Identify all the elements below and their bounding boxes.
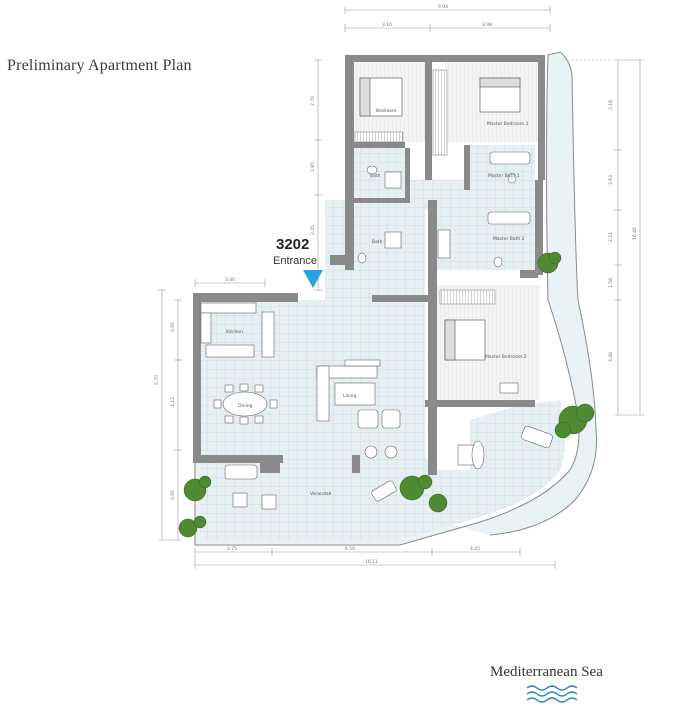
dim-right-3: 2.51 xyxy=(608,232,614,242)
wardrobe-2 xyxy=(439,289,496,305)
entrance-arrow-icon xyxy=(303,270,323,288)
dimension-lines-top xyxy=(344,6,551,32)
sea-waves-icon xyxy=(526,685,578,703)
kitchen-counters xyxy=(200,302,275,358)
dim-left-1: 2.85 xyxy=(170,322,176,332)
dim-left-2: 5.70 xyxy=(154,375,160,385)
label-bath-1: Bath xyxy=(370,173,381,179)
verandah-floor xyxy=(200,400,565,540)
label-verandah: Verandah xyxy=(310,491,332,497)
dim-right-total: 16.46 xyxy=(632,227,638,240)
label-bath-2: Bath xyxy=(372,239,383,245)
dim-top-right: 3.98 xyxy=(482,22,492,28)
bed-master-1 xyxy=(479,77,521,113)
bath-fixtures xyxy=(357,151,531,268)
walls xyxy=(193,55,545,475)
sea-label: Mediterranean Sea xyxy=(490,664,603,680)
wardrobe-3 xyxy=(354,131,404,143)
dim-bottom-3: 4.25 xyxy=(470,546,480,552)
dim-right-5: 3.48 xyxy=(608,352,614,362)
dimension-lines-bottom xyxy=(194,548,556,569)
dim-right-2: 2.63 xyxy=(608,175,614,185)
dim-mid-2: 1.85 xyxy=(310,162,316,172)
unit-number: 3202 xyxy=(276,236,310,253)
label-master-bedroom-1: Master Bedroom 1 xyxy=(487,121,529,127)
dimension-lines-right xyxy=(560,59,644,416)
dim-bottom-total: 16.11 xyxy=(365,559,378,565)
dim-kitchen-width: 3.40 xyxy=(225,277,235,283)
dim-mid-1: 2.70 xyxy=(310,96,316,106)
page-title: Preliminary Apartment Plan xyxy=(7,57,192,74)
label-dining: Dining xyxy=(238,403,253,409)
bed-bedroom xyxy=(359,77,403,117)
dim-bottom-1: 3.75 xyxy=(227,546,237,552)
terrace-furniture xyxy=(224,382,553,510)
entrance-label: Entrance xyxy=(273,255,318,267)
foliage xyxy=(178,251,595,538)
dim-bottom-2: 6.50 xyxy=(345,546,355,552)
dining-table xyxy=(213,383,278,425)
dim-left-3: 4.12 xyxy=(170,397,176,407)
label-master-bedroom-2: Master Bedroom 2 xyxy=(485,354,527,360)
dim-top-total: 9.04 xyxy=(438,4,448,10)
dim-left-4: 2.85 xyxy=(170,490,176,500)
wardrobe-1 xyxy=(432,69,448,156)
bed-master-2 xyxy=(444,319,486,361)
label-bedroom: Bedroom xyxy=(376,108,396,114)
label-master-bath-1: Master Bath 1 xyxy=(488,173,520,179)
living-sofa xyxy=(316,359,401,429)
dim-right-4: 1.58 xyxy=(608,278,614,288)
label-living: Living xyxy=(343,393,357,399)
dim-top-left: 3.10 xyxy=(382,22,392,28)
label-master-bath-2: Master Bath 2 xyxy=(493,236,525,242)
dim-mid-3: 2.45 xyxy=(310,225,316,235)
label-kitchen: Kitchen xyxy=(226,329,243,335)
dimension-lines-left xyxy=(158,59,322,541)
dim-right-1: 3.18 xyxy=(608,100,614,110)
